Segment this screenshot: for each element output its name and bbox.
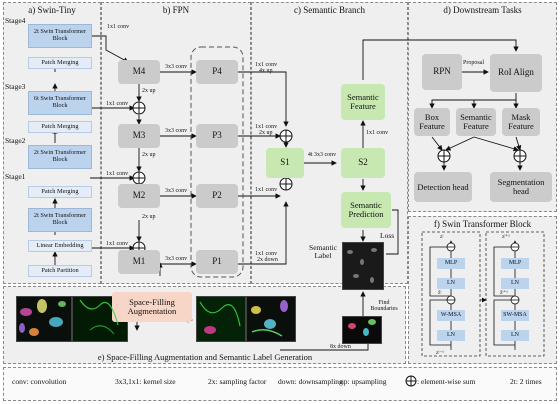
panel-legend xyxy=(3,367,557,401)
label-1x1-conv: 1x1 conv xyxy=(366,130,389,136)
node-segmentation-head: Segmentation head xyxy=(490,172,552,202)
label-z-l-minus-1: zˡ⁻¹ xyxy=(436,350,444,356)
linear-embedding: Linear Embedding xyxy=(28,240,92,252)
fpn-m2: M2 xyxy=(118,184,160,208)
label-z-hat-l-plus-1: ẑˡ⁺¹ xyxy=(500,290,508,296)
legend-sampling: 2x: sampling factor xyxy=(208,377,267,386)
block1-mlp: MLP xyxy=(437,258,465,269)
patch-partition: Patch Partition xyxy=(28,265,92,277)
stage4-patch-merging: Patch Merging xyxy=(28,57,92,69)
node-s2: S2 xyxy=(341,148,385,178)
label-1x1-conv: 1x1 conv xyxy=(107,24,130,30)
panel-title: b) FPN xyxy=(162,5,190,15)
augmented-image-2 xyxy=(246,296,296,342)
panel-semantic-branch: c) Semantic Branch xyxy=(251,2,408,284)
fpn-m1: M1 xyxy=(118,250,160,274)
label-1x1-conv-2x-up: 1x1 conv 2x up xyxy=(255,124,277,136)
block2-ln-top: LN xyxy=(501,278,529,289)
label-3x3-conv: 3x3 conv xyxy=(165,256,188,262)
panel-title: e) Space-Filling Augmentation and Semant… xyxy=(97,352,313,362)
label-loss: Loss xyxy=(380,231,395,240)
block2-swmsa: SW-MSA xyxy=(501,310,529,321)
stage1-label: Stage1 xyxy=(5,172,26,181)
label-z-l-plus-1: zˡ⁺¹ xyxy=(502,234,510,240)
stage4-label: Stage4 xyxy=(5,16,26,25)
stage4-swin-block: 2t Swin Transformer Block xyxy=(28,24,92,48)
label-2x-up: 2x up xyxy=(142,88,156,94)
block2-mlp: MLP xyxy=(501,258,529,269)
fpn-p3: P3 xyxy=(196,124,238,148)
stage2-label: Stage2 xyxy=(5,136,26,145)
label-1x1-conv: 1x1 conv xyxy=(255,124,278,130)
augmented-image-1 xyxy=(196,296,246,342)
label-2x-up: 2x up xyxy=(259,130,273,136)
label-1x1-conv-4x-up: 1x1 conv 4x up xyxy=(255,62,277,74)
node-detection-head: Detection head xyxy=(414,172,472,202)
label-1x1-conv: 1x1 conv xyxy=(106,171,129,177)
label-3x3-conv: 3x3 conv xyxy=(165,128,188,134)
label-find-boundaries: Find Boundaries xyxy=(370,300,398,313)
legend-kernel: 3x3,1x1: kernel size xyxy=(115,377,176,386)
legend-down: down: downsampling xyxy=(278,377,343,386)
node-s1: S1 xyxy=(266,148,304,178)
fpn-p2: P2 xyxy=(196,184,238,208)
label-1x1-conv-2x-down: 1x1 conv 2x down xyxy=(255,251,278,263)
label-3x3-conv: 3x3 conv xyxy=(165,188,188,194)
stage3-patch-merging: Patch Merging xyxy=(28,121,92,133)
label-4t-3x3-conv: 4t 3x3 conv xyxy=(307,152,337,158)
label-3x3-conv: 3x3 conv xyxy=(165,64,188,70)
stage1-swin-block: 2t Swin Transformer Block xyxy=(28,208,92,232)
legend-conv: conv: convolution xyxy=(12,377,67,386)
label-2x-down: 2x down xyxy=(257,257,278,263)
stage3-label: Stage3 xyxy=(5,82,26,91)
label-z-hat-l: ẑˡ xyxy=(438,290,442,296)
legend-times: 2t: 2 times xyxy=(510,377,542,386)
block1-wmsa: W-MSA xyxy=(437,310,465,321)
fpn-m3: M3 xyxy=(118,124,160,148)
node-rpn: RPN xyxy=(422,54,462,90)
node-roi-align: RoI Align xyxy=(490,54,542,92)
label-semantic-label: Semantic Label xyxy=(309,243,337,260)
fpn-p4: P4 xyxy=(196,60,238,84)
stage2-swin-block: 2t Swin Transformer Block xyxy=(28,145,92,169)
legend-up: up: upsampling xyxy=(340,377,387,386)
node-semantic-feature: Semantic Feature xyxy=(456,108,496,136)
label-1x1-conv: 1x1 conv xyxy=(255,62,278,68)
label-1x1-conv: 1x1 conv xyxy=(106,241,129,247)
label-2x-up: 2x up xyxy=(142,214,156,220)
label-4x-up: 4x up xyxy=(259,68,273,74)
panel-title: c) Semantic Branch xyxy=(294,5,365,15)
label-8x-down: 8x down xyxy=(330,344,351,350)
panel-swin-block: f) Swin Transformer Block xyxy=(408,216,557,364)
fpn-m4: M4 xyxy=(118,60,160,84)
panel-title: f) Swin Transformer Block xyxy=(433,219,532,229)
node-box-feature: Box Feature xyxy=(414,108,450,136)
label-1x1-conv: 1x1 conv xyxy=(255,187,278,193)
label-proposal: Proposal xyxy=(463,60,484,66)
label-2x-up: 2x up xyxy=(142,152,156,158)
block2-ln-bottom: LN xyxy=(501,330,529,341)
node-semantic-feature: Semantic Feature xyxy=(341,84,385,120)
panel-title: d) Downstream Tasks xyxy=(443,5,522,15)
panel-title: a) Swin-Tiny xyxy=(28,5,76,15)
fpn-p1: P1 xyxy=(196,250,238,274)
label-z-l: zˡ xyxy=(440,234,444,240)
block1-ln-top: LN xyxy=(437,278,465,289)
legend-sum: : element-wise sum xyxy=(417,377,476,386)
node-mask-feature: Mask Feature xyxy=(502,108,540,136)
label-1x1-conv: 1x1 conv xyxy=(255,251,278,257)
label-1x1-conv: 1x1 conv xyxy=(106,101,129,107)
stage3-swin-block: 6t Swin Transformer Block xyxy=(28,91,92,115)
space-filling-augmentation-box: Space-Filling Augmentation xyxy=(112,292,192,322)
block1-ln-bottom: LN xyxy=(437,330,465,341)
panel-swin-tiny: a) Swin-Tiny xyxy=(3,2,101,284)
stage2-patch-merging: Patch Merging xyxy=(28,186,92,198)
node-semantic-prediction: Semantic Prediction xyxy=(341,192,391,228)
